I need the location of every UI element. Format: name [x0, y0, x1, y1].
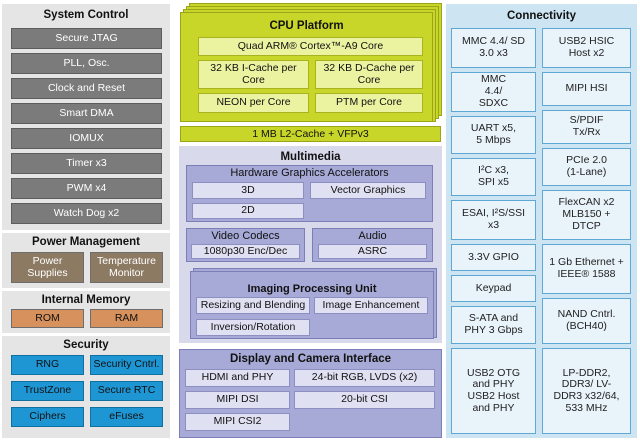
- temperature-monitor-block: Temperature Monitor: [90, 252, 163, 283]
- vector-graphics-block: Vector Graphics: [310, 182, 426, 199]
- multimedia-title: Multimedia: [280, 151, 341, 163]
- flexcan-block: FlexCAN x2 MLB150 + DTCP: [542, 190, 631, 240]
- timer-block: Timer x3: [11, 153, 162, 174]
- hga-title: Hardware Graphics Accelerators: [230, 167, 389, 179]
- rom-block: ROM: [11, 309, 84, 328]
- power-supplies-block: Power Supplies: [11, 252, 84, 283]
- system-control-title: System Control: [43, 9, 129, 21]
- quad-core-block: Quad ARM® Cortex™-A9 Core: [198, 37, 423, 56]
- ipu-title: Imaging Processing Unit: [247, 283, 377, 295]
- connectivity-title: Connectivity: [506, 10, 576, 22]
- icache-block: 32 KB I-Cache per Core: [198, 60, 309, 89]
- mipi-hsi-block: MIPI HSI: [542, 72, 631, 106]
- gpio-block: 3.3V GPIO: [451, 244, 536, 271]
- cpu-platform-title: CPU Platform: [269, 20, 344, 32]
- rgb-lvds-block: 24-bit RGB, LVDS (x2): [294, 369, 435, 387]
- usb-hsic-block: USB2 HSIC Host x2: [542, 28, 631, 68]
- nand-block: NAND Cntrl. (BCH40): [542, 298, 631, 344]
- 3d-block: 3D: [192, 182, 304, 199]
- power-management-panel: Power Management Power Supplies Temperat…: [2, 233, 170, 288]
- secure-jtag-block: Secure JTAG: [11, 28, 162, 49]
- secure-rtc-block: Secure RTC: [90, 381, 163, 401]
- usb-otg-block: USB2 OTG and PHY USB2 Host and PHY: [451, 348, 536, 434]
- esai-block: ESAI, I²S/SSI x3: [451, 200, 536, 240]
- spdif-block: S/PDIF Tx/Rx: [542, 110, 631, 144]
- mipi-csi2-block: MIPI CSI2: [185, 413, 290, 431]
- ddr-block: LP-DDR2, DDR3/ LV-DDR3 x32/64, 533 MHz: [542, 348, 631, 434]
- inversion-rotation-block: Inversion/Rotation: [196, 319, 310, 336]
- display-camera-title: Display and Camera Interface: [229, 353, 392, 365]
- audio-title: Audio: [358, 230, 387, 242]
- dcache-block: 32 KB D-Cache per Core: [315, 60, 423, 89]
- pcie-block: PCIe 2.0 (1-Lane): [542, 148, 631, 186]
- image-enhancement-block: Image Enhancement: [314, 297, 428, 314]
- csi-block: 20-bit CSI: [294, 391, 435, 409]
- 2d-block: 2D: [192, 203, 304, 219]
- ethernet-block: 1 Gb Ethernet + IEEE® 1588: [542, 244, 631, 294]
- connectivity-panel: Connectivity MMC 4.4/ SD 3.0 x3 MMC 4.4/…: [446, 4, 637, 438]
- resize-blend-block: Resizing and Blending: [196, 297, 310, 314]
- ram-block: RAM: [90, 309, 163, 328]
- internal-memory-title: Internal Memory: [41, 294, 131, 306]
- mipi-dsi-block: MIPI DSI: [185, 391, 290, 409]
- system-control-panel: System Control Secure JTAG PLL, Osc. Clo…: [2, 4, 170, 230]
- iomux-block: IOMUX: [11, 128, 162, 149]
- mmc-sdxc-block: MMC 4.4/ SDXC: [451, 72, 536, 112]
- uart-block: UART x5, 5 Mbps: [451, 116, 536, 154]
- video-codec-value: 1080p30 Enc/Dec: [191, 244, 300, 259]
- trustzone-block: TrustZone: [11, 381, 84, 401]
- security-controller-block: Security Cntrl.: [90, 355, 163, 375]
- efuses-block: eFuses: [90, 407, 163, 427]
- neon-block: NEON per Core: [198, 93, 309, 113]
- mmc-sd-block: MMC 4.4/ SD 3.0 x3: [451, 28, 536, 68]
- security-title: Security: [63, 339, 109, 351]
- asrc-block: ASRC: [318, 244, 427, 259]
- hdmi-phy-block: HDMI and PHY: [185, 369, 290, 387]
- power-management-title: Power Management: [32, 236, 140, 248]
- keypad-block: Keypad: [451, 275, 536, 302]
- rng-block: RNG: [11, 355, 84, 375]
- smart-dma-block: Smart DMA: [11, 103, 162, 124]
- internal-memory-panel: Internal Memory ROM RAM: [2, 291, 170, 333]
- video-codecs-title: Video Codecs: [211, 230, 280, 242]
- ciphers-block: Ciphers: [11, 407, 84, 427]
- l2-cache-bar: 1 MB L2-Cache + VFPv3: [180, 126, 441, 142]
- i2c-spi-block: I²C x3, SPI x5: [451, 158, 536, 196]
- watchdog-block: Watch Dog x2: [11, 203, 162, 224]
- pwm-block: PWM x4: [11, 178, 162, 199]
- security-panel: Security RNG Security Cntrl. TrustZone S…: [2, 336, 170, 438]
- pll-osc-block: PLL, Osc.: [11, 53, 162, 74]
- ptm-block: PTM per Core: [315, 93, 423, 113]
- sata-block: S-ATA and PHY 3 Gbps: [451, 306, 536, 344]
- clock-reset-block: Clock and Reset: [11, 78, 162, 99]
